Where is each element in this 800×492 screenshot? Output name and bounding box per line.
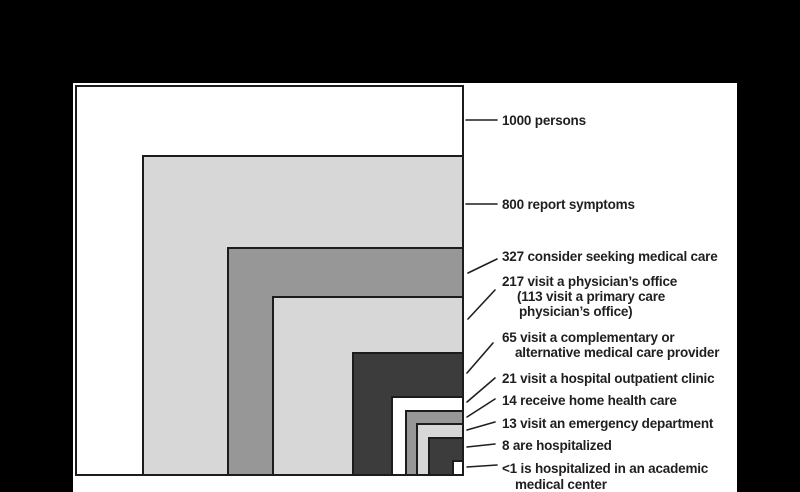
square-academic-center	[452, 460, 462, 474]
label-home-health-care: 14 receive home health care	[502, 393, 677, 408]
label-physician-office-line3: physician’s office)	[519, 304, 633, 319]
label-cam-provider: 65 visit a complementary or	[502, 330, 675, 345]
label-physician-office-line2: (113 visit a primary care	[517, 289, 666, 304]
label-physician-office: 217 visit a physician’s office	[502, 274, 678, 289]
label-hospitalized: 8 are hospitalized	[502, 438, 612, 453]
label-consider-care: 327 consider seeking medical care	[502, 249, 718, 264]
label-outpatient-clinic: 21 visit a hospital outpatient clinic	[502, 371, 715, 386]
label-cam-provider-line2: alternative medical care provider	[515, 345, 720, 360]
label-academic-center: <1 is hospitalized in an academic	[502, 461, 709, 476]
label-emergency-dept: 13 visit an emergency department	[502, 416, 714, 431]
label-report-symptoms: 800 report symptoms	[502, 197, 635, 212]
label-academic-center-line2: medical center	[515, 477, 607, 492]
label-persons: 1000 persons	[502, 113, 586, 128]
